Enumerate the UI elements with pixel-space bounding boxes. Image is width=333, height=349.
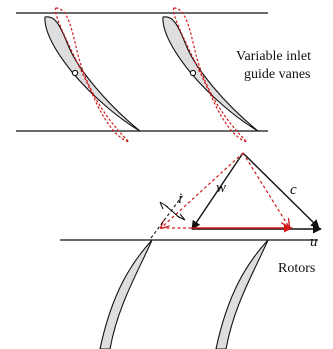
guide-vane-2-pivot bbox=[189, 69, 197, 77]
rotated-absolute-velocity-vector bbox=[242, 152, 289, 227]
incidence-arrow-left bbox=[159, 201, 169, 210]
absolute-velocity-label: c bbox=[290, 182, 297, 198]
rotated-relative-velocity-vector bbox=[161, 152, 244, 228]
igv-label-line-1: Variable inlet bbox=[236, 49, 311, 64]
guide-vane-2-rotated-outline bbox=[172, 7, 248, 143]
incidence-label: i bbox=[178, 191, 182, 207]
guide-vane-1 bbox=[44, 16, 141, 132]
absolute-velocity-vector bbox=[242, 152, 320, 229]
guide-vane-1-pivot bbox=[71, 69, 79, 77]
blade-inlet-direction-line bbox=[150, 194, 184, 239]
relative-velocity-vector bbox=[191, 152, 244, 230]
guide-vane-1-rotated-outline bbox=[54, 7, 130, 143]
rotor-blade-2 bbox=[215, 239, 269, 349]
blade-speed-label: u bbox=[310, 234, 318, 250]
incidence-arrow-right bbox=[176, 213, 186, 221]
igv-label-line-2: guide vanes bbox=[244, 67, 310, 82]
rotors-label: Rotors bbox=[278, 261, 315, 276]
relative-velocity-label: w bbox=[216, 180, 226, 196]
rotor-blade-1 bbox=[99, 239, 153, 349]
